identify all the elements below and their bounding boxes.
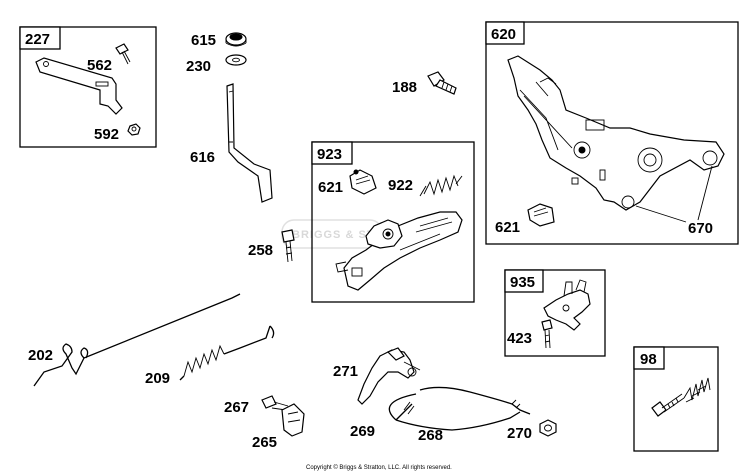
box-227-label[interactable]: 227 xyxy=(25,31,50,48)
part-267-screw xyxy=(261,395,289,411)
part-923-621-clip xyxy=(349,169,377,195)
part-label-269[interactable]: 269 xyxy=(350,423,375,440)
part-label-270[interactable]: 270 xyxy=(507,425,532,442)
leader-670 xyxy=(635,165,713,223)
part-label-562[interactable]: 562 xyxy=(87,57,112,74)
part-label-923-621[interactable]: 621 xyxy=(318,179,343,196)
box-923-tag xyxy=(311,141,353,165)
box-620: 620 621 670 xyxy=(485,21,739,245)
part-227-bracket xyxy=(35,57,123,115)
part-922-spring xyxy=(419,174,463,197)
part-label-922[interactable]: 922 xyxy=(388,177,413,194)
part-188-bolt xyxy=(427,71,457,95)
part-202-link-rod xyxy=(33,293,241,387)
box-620-tag xyxy=(485,21,525,45)
part-label-258[interactable]: 258 xyxy=(248,242,273,259)
part-label-230[interactable]: 230 xyxy=(186,58,211,75)
part-230-washer xyxy=(225,54,247,66)
part-265-clamp xyxy=(281,403,305,437)
part-label-615[interactable]: 615 xyxy=(191,32,216,49)
part-label-188[interactable]: 188 xyxy=(392,79,417,96)
part-label-620-621[interactable]: 621 xyxy=(495,219,520,236)
part-620-governor-bracket xyxy=(507,55,725,211)
part-935-bracket xyxy=(543,279,591,331)
box-935: 935 423 xyxy=(504,269,606,357)
box-227-tag xyxy=(19,26,61,50)
part-label-670[interactable]: 670 xyxy=(688,220,713,237)
part-label-209[interactable]: 209 xyxy=(145,370,170,387)
box-935-tag xyxy=(504,269,544,293)
box-98: 98 xyxy=(633,346,719,452)
part-615-grommet xyxy=(225,32,247,47)
box-923-label[interactable]: 923 xyxy=(317,146,342,163)
part-562-screw xyxy=(115,43,131,65)
box-227-frame xyxy=(19,26,157,148)
part-620-621-clip xyxy=(527,203,555,227)
box-620-label[interactable]: 620 xyxy=(491,26,516,43)
part-258-screw xyxy=(281,229,295,263)
box-923: 923 621 922 xyxy=(311,141,475,303)
part-98-screw xyxy=(651,393,685,417)
box-935-frame xyxy=(504,269,606,357)
box-923-frame xyxy=(311,141,475,303)
box-98-frame xyxy=(633,346,719,452)
box-935-label[interactable]: 935 xyxy=(510,274,535,291)
part-label-202[interactable]: 202 xyxy=(28,347,53,364)
part-label-616[interactable]: 616 xyxy=(190,149,215,166)
part-label-267[interactable]: 267 xyxy=(224,399,249,416)
part-209-spring xyxy=(179,325,275,381)
copyright-text: Copyright © Briggs & Stratton, LLC. All … xyxy=(306,464,452,471)
part-268-cable xyxy=(388,386,531,431)
part-270-nut xyxy=(539,419,557,437)
part-label-592[interactable]: 592 xyxy=(94,126,119,143)
box-98-label[interactable]: 98 xyxy=(640,351,657,368)
part-616-shaft xyxy=(226,83,273,203)
part-label-265[interactable]: 265 xyxy=(252,434,277,451)
part-423-screw xyxy=(541,319,553,349)
part-label-423[interactable]: 423 xyxy=(507,330,532,347)
box-98-tag xyxy=(633,346,665,370)
part-label-271[interactable]: 271 xyxy=(333,363,358,380)
box-227: 227 562 592 xyxy=(19,26,157,148)
box-620-frame xyxy=(485,21,739,245)
part-271-lever xyxy=(357,347,421,405)
part-592-nut xyxy=(127,123,141,136)
part-label-268[interactable]: 268 xyxy=(418,427,443,444)
part-98-spring xyxy=(683,377,711,403)
part-923-governor-assembly xyxy=(335,211,463,291)
